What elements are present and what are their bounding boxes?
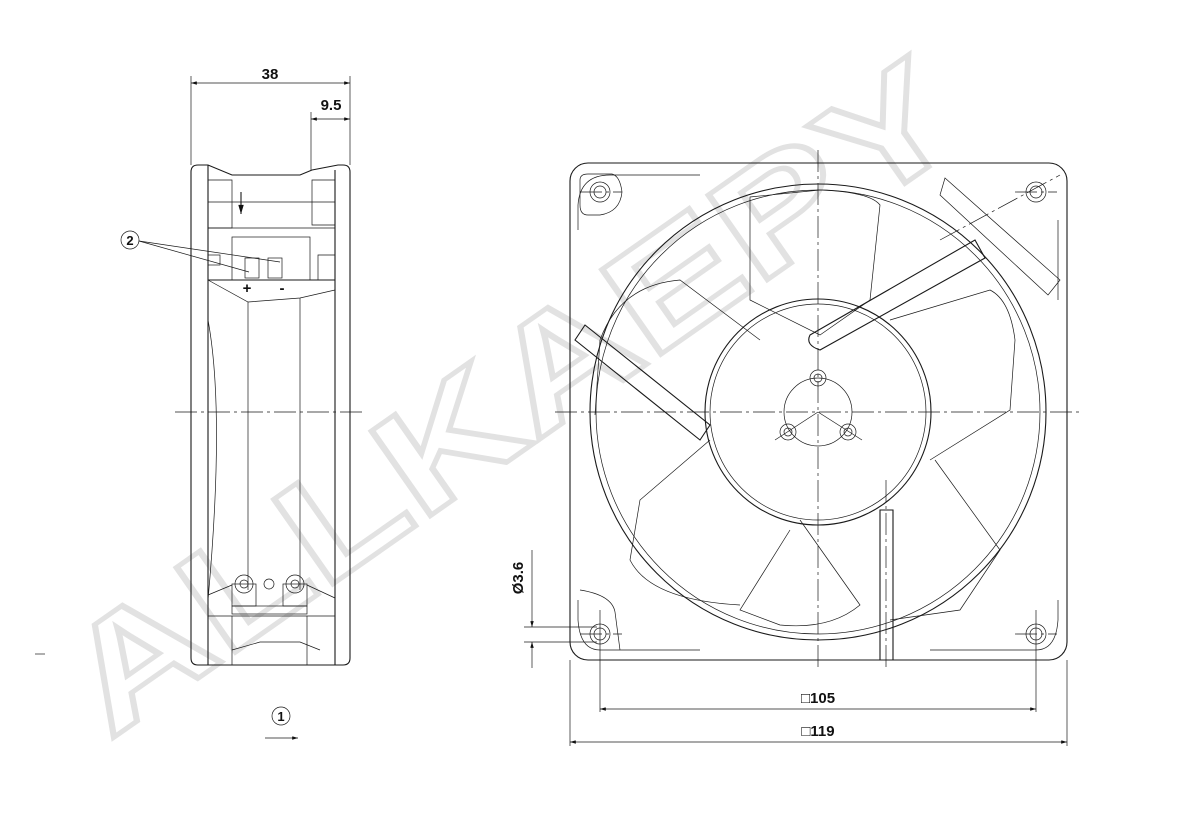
callout-airflow: 1 — [277, 709, 284, 724]
callout-circle-icon — [271, 706, 291, 726]
plus-label: + — [243, 280, 252, 297]
callout-connector: 2 — [126, 233, 133, 248]
screw-icon — [839, 423, 857, 441]
dim-width: 38 — [262, 66, 279, 83]
callout-circle-icon — [120, 230, 140, 250]
screw-icon — [779, 423, 797, 441]
side-view: 38 9.5 2 + - 1 — [35, 66, 365, 740]
minus-label: - — [280, 280, 285, 297]
dim-hole-diameter: Ø3.6 — [510, 562, 527, 595]
svg-text:ALLKAEPY: ALLKAEPY — [32, 26, 988, 766]
dim-hole-spacing: □105 — [801, 690, 835, 707]
front-view: □105 □119 Ø3.6 — [510, 150, 1082, 746]
dim-offset: 9.5 — [321, 97, 342, 114]
watermark: ALLKAEPY — [29, 24, 990, 769]
dim-frame-size: □119 — [801, 723, 834, 740]
